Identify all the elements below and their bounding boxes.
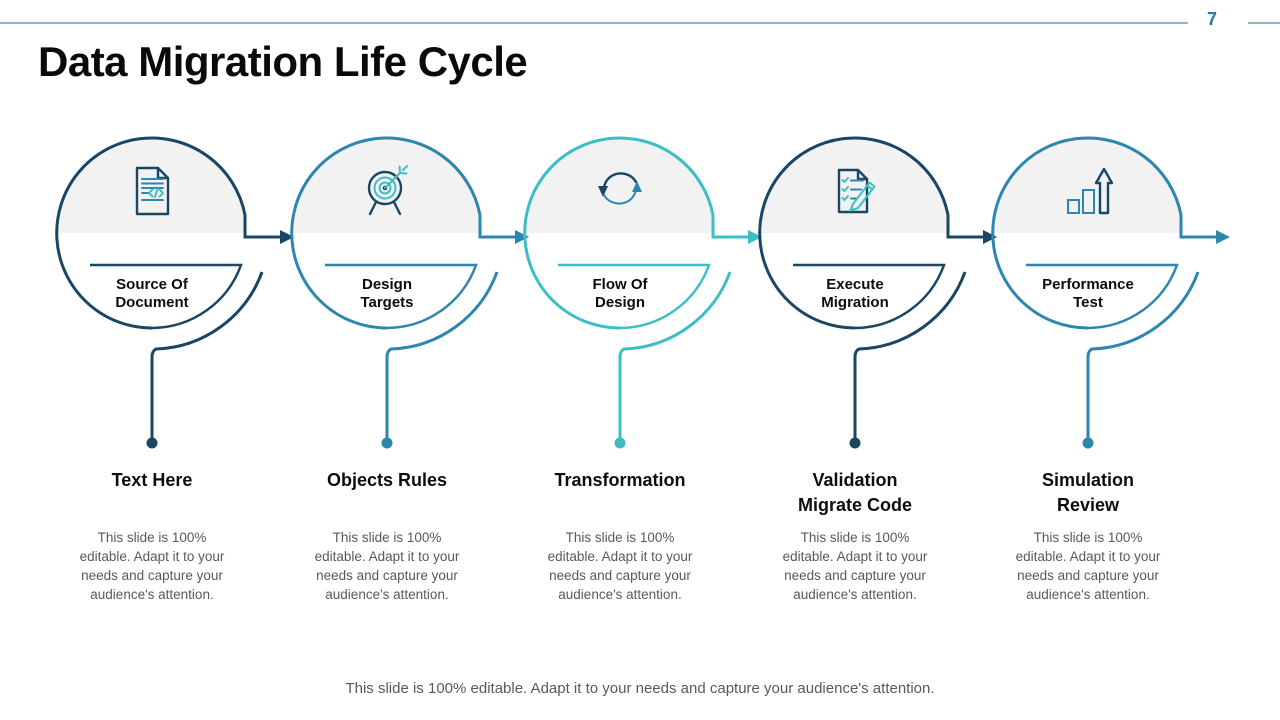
stage-circle-graphic <box>523 136 762 449</box>
header-rule-left <box>0 22 1188 24</box>
stage-unit: Source Of Document Text Here This slide … <box>22 120 294 660</box>
stage-circle-graphic <box>758 136 997 449</box>
stage-heading: Validation Migrate Code <box>797 470 912 515</box>
stage-description: This slide is 100% editable. Adapt it to… <box>547 530 693 602</box>
stage-description: This slide is 100% editable. Adapt it to… <box>1015 530 1161 602</box>
stage-label: Source Of Document <box>115 276 189 311</box>
stage-circle-graphic <box>991 136 1230 449</box>
header-rule-right <box>1248 22 1280 24</box>
document-code-icon <box>124 163 180 219</box>
stage-description: This slide is 100% editable. Adapt it to… <box>782 530 928 602</box>
sync-arrows-icon <box>592 163 648 219</box>
stage-label: Performance Test <box>1042 276 1134 311</box>
page-number: 7 <box>1206 9 1217 29</box>
stage-label: Execute Migration <box>821 276 889 311</box>
stage-unit: Design Targets Objects Rules This slide … <box>257 120 529 660</box>
stage-heading: Objects Rules <box>326 470 448 490</box>
page-title: Data Migration Life Cycle <box>38 38 528 85</box>
stage-unit: Flow Of Design Transformation This slide… <box>490 120 762 660</box>
stage-heading: Text Here <box>111 470 193 490</box>
stage-unit: Performance Test Simulation Review This … <box>958 120 1230 660</box>
stage-description: This slide is 100% editable. Adapt it to… <box>314 530 460 602</box>
target-arrow-icon <box>359 163 415 219</box>
slide-footer: This slide is 100% editable. Adapt it to… <box>345 680 935 697</box>
stage-label: Flow Of Design <box>592 276 648 311</box>
stage-circle-graphic <box>55 136 294 449</box>
stage-label: Design Targets <box>360 276 414 311</box>
stage-heading: Simulation Review <box>1041 470 1134 515</box>
bar-chart-arrow-icon <box>1060 163 1116 219</box>
checklist-pencil-icon <box>827 163 883 219</box>
stage-description: This slide is 100% editable. Adapt it to… <box>79 530 225 602</box>
stage-heading: Transformation <box>554 470 686 490</box>
stage-unit: Execute Migration Validation Migrate Cod… <box>725 120 997 660</box>
